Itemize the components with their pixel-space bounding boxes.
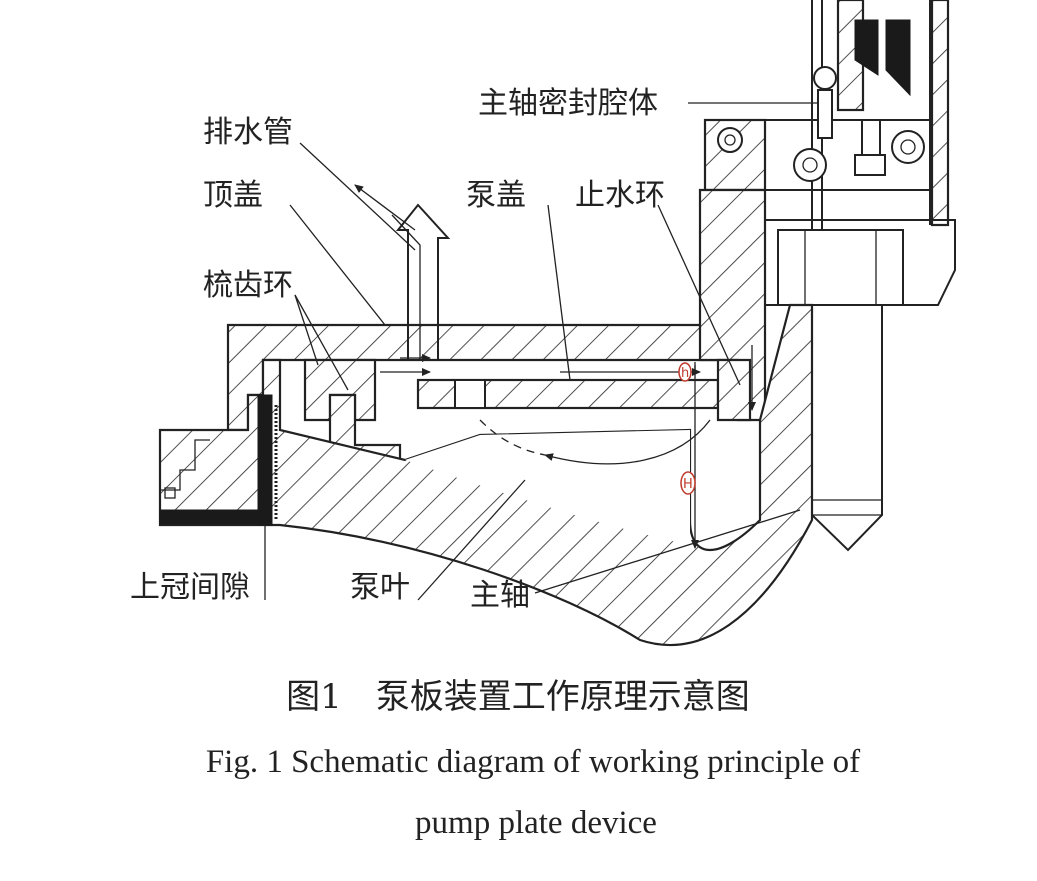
leader-lines [264,102,818,601]
flow-arrows [380,345,756,465]
label-shaft-seal-cavity: 主轴密封腔体 [478,86,658,121]
figure-caption: 图1 泵板装置工作原理示意图 Fig. 1 Schematic diagram … [206,677,860,841]
dimension-h-label: h [681,366,689,381]
upper-crown-body [158,303,814,647]
label-upper-crown-gap: 上冠间隙 [130,570,250,605]
label-drain-pipe: 排水管 [203,115,293,150]
label-pump-vane: 泵叶 [350,570,410,605]
upper-crown-gap-seal [159,394,278,526]
left-fittings [160,439,210,499]
label-top-cover: 顶盖 [203,178,263,213]
label-main-shaft: 主轴 [470,578,530,613]
dimension-H-label: H [683,477,693,492]
pump-cover [416,358,752,422]
label-comb-ring: 梳齿环 [203,268,293,303]
caption-chinese: 图1 泵板装置工作原理示意图 [286,677,750,717]
labels: 排水管 顶盖 梳齿环 泵盖 止水环 主轴密封腔体 上冠间隙 泵叶 主轴 [130,86,665,613]
caption-english-line2: pump plate device [415,805,657,841]
caption-english-line1: Fig. 1 Schematic diagram of working prin… [206,744,860,780]
label-pump-cover: 泵盖 [466,178,526,213]
label-water-stop-ring: 止水环 [575,178,665,213]
main-shaft-bolt [777,229,904,552]
dimension-marks: h H [678,362,699,549]
drain-pipe [354,184,451,360]
